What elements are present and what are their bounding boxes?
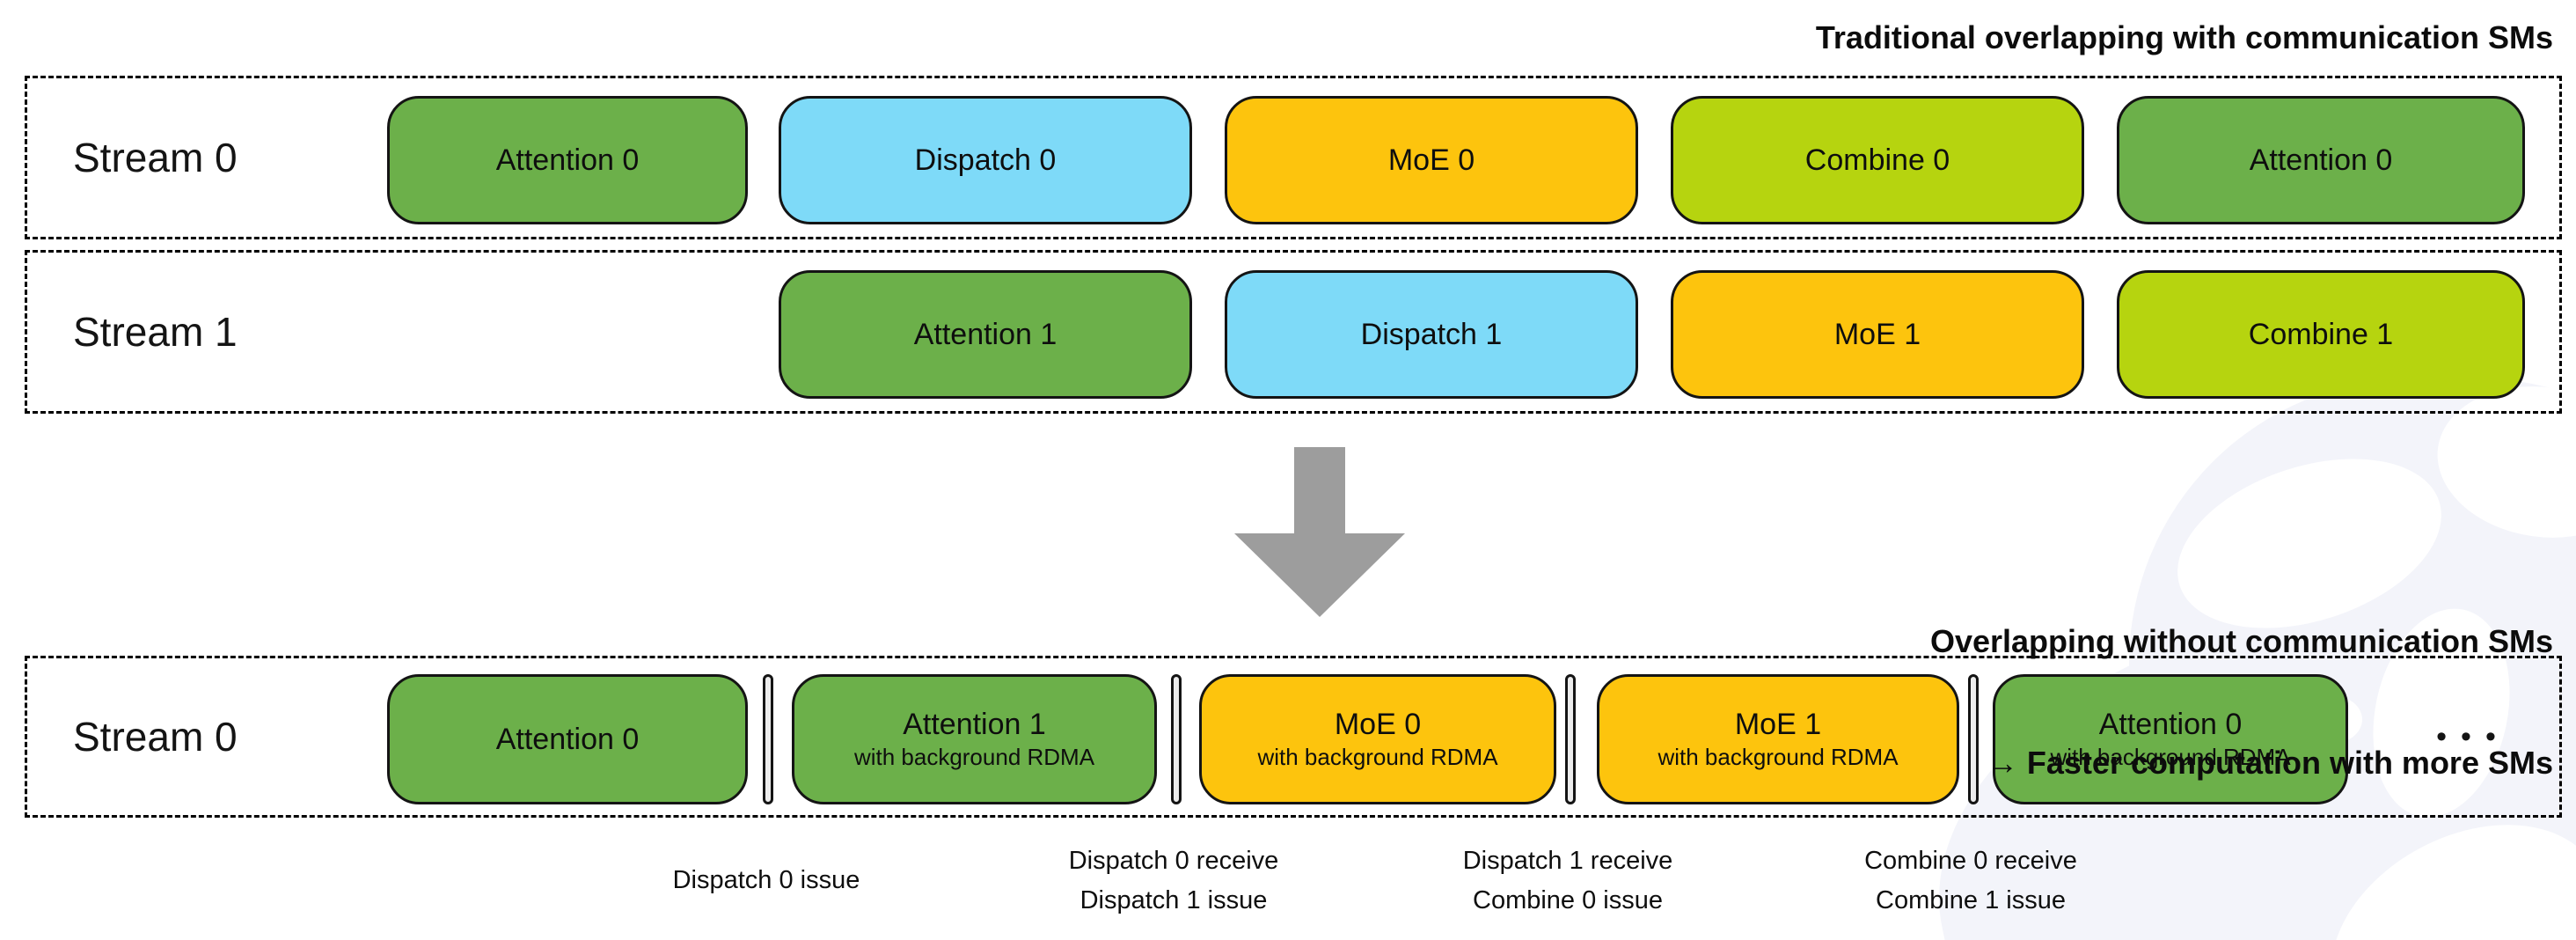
caption-overlapping-line2: → Faster computation with more SMs — [1986, 745, 2553, 781]
block-label: Combine 1 — [2248, 317, 2394, 351]
block-label: MoE 0 — [1334, 708, 1422, 741]
annotation-line: Dispatch 0 issue — [672, 866, 860, 894]
stream0-label: Stream 0 — [73, 135, 238, 180]
block-subtitle: with background RDMA — [853, 744, 1095, 770]
block-label: Combine 0 — [1804, 143, 1950, 177]
block-subtitle: with background RDMA — [2050, 744, 2291, 770]
annotation-line: Combine 0 receive — [1864, 847, 2077, 875]
annotation-line: Dispatch 1 receive — [1462, 847, 1673, 875]
sync-divider-4 — [1968, 674, 1979, 804]
traditional-stream0-row: Stream 0 Attention 0 Dispatch 0 MoE 0 Co… — [25, 76, 2562, 239]
annotation-dispatch1-receive: Dispatch 1 receive Combine 0 issue — [1374, 841, 1761, 921]
block-label: MoE 1 — [1734, 708, 1822, 741]
annotation-line: Dispatch 0 receive — [1068, 847, 1279, 875]
fused-stream0-label: Stream 0 — [73, 714, 238, 760]
sync-divider-3 — [1565, 674, 1576, 804]
block-subtitle: with background RDMA — [1257, 744, 1498, 770]
block-label: Attention 1 — [903, 708, 1046, 741]
annotation-combine0-receive: Combine 0 receive Combine 1 issue — [1777, 841, 2164, 921]
block-label: Dispatch 0 — [914, 143, 1057, 177]
block-moe0: MoE 0 — [1225, 96, 1638, 224]
stream1-label: Stream 1 — [73, 309, 238, 355]
caption-traditional: Traditional overlapping with communicati… — [1815, 19, 2553, 55]
block-attention1: Attention 1 — [779, 270, 1192, 399]
block-label: MoE 1 — [1833, 317, 1921, 351]
block-label: MoE 0 — [1387, 143, 1475, 177]
fused-block-attention0: Attention 0 — [387, 674, 748, 804]
block-moe1: MoE 1 — [1671, 270, 2084, 399]
fused-block-attention0-next: Attention 0 with background RDMA — [1993, 674, 2348, 804]
block-dispatch1: Dispatch 1 — [1225, 270, 1638, 399]
block-label: Dispatch 1 — [1360, 317, 1503, 351]
fused-block-moe1: MoE 1 with background RDMA — [1597, 674, 1959, 804]
block-combine1: Combine 1 — [2117, 270, 2525, 399]
block-attention0-next: Attention 0 — [2117, 96, 2525, 224]
annotation-dispatch0-receive: Dispatch 0 receive Dispatch 1 issue — [980, 841, 1367, 921]
block-subtitle: with background RDMA — [1658, 744, 1899, 770]
caption-overlapping-line1: Overlapping without communication SMs — [1929, 623, 2553, 659]
block-label: Attention 1 — [913, 317, 1057, 351]
block-label: Attention 0 — [495, 143, 640, 177]
annotation-line: Combine 1 issue — [1876, 886, 2066, 914]
fused-block-moe0: MoE 0 with background RDMA — [1199, 674, 1556, 804]
block-label: Attention 0 — [2249, 143, 2393, 177]
annotation-line: Dispatch 1 issue — [1079, 886, 1268, 914]
traditional-stream1-row: Stream 1 Attention 1 Dispatch 1 MoE 1 Co… — [25, 250, 2562, 414]
block-combine0: Combine 0 — [1671, 96, 2084, 224]
fused-block-attention1: Attention 1 with background RDMA — [792, 674, 1157, 804]
fused-stream0-row: Stream 0 Attention 0 Attention 1 with ba… — [25, 656, 2562, 818]
sync-divider-1 — [763, 674, 773, 804]
block-label: Attention 0 — [495, 722, 640, 756]
caption-overlapping: Overlapping without communication SMs → … — [1930, 540, 2553, 864]
block-label: Attention 0 — [2098, 708, 2243, 741]
block-attention0: Attention 0 — [387, 96, 748, 224]
annotation-line: Combine 0 issue — [1473, 886, 1663, 914]
sync-divider-2 — [1171, 674, 1182, 804]
ellipsis: ••• — [2436, 719, 2510, 753]
block-dispatch0: Dispatch 0 — [779, 96, 1192, 224]
annotation-dispatch0-issue: Dispatch 0 issue — [573, 841, 960, 900]
